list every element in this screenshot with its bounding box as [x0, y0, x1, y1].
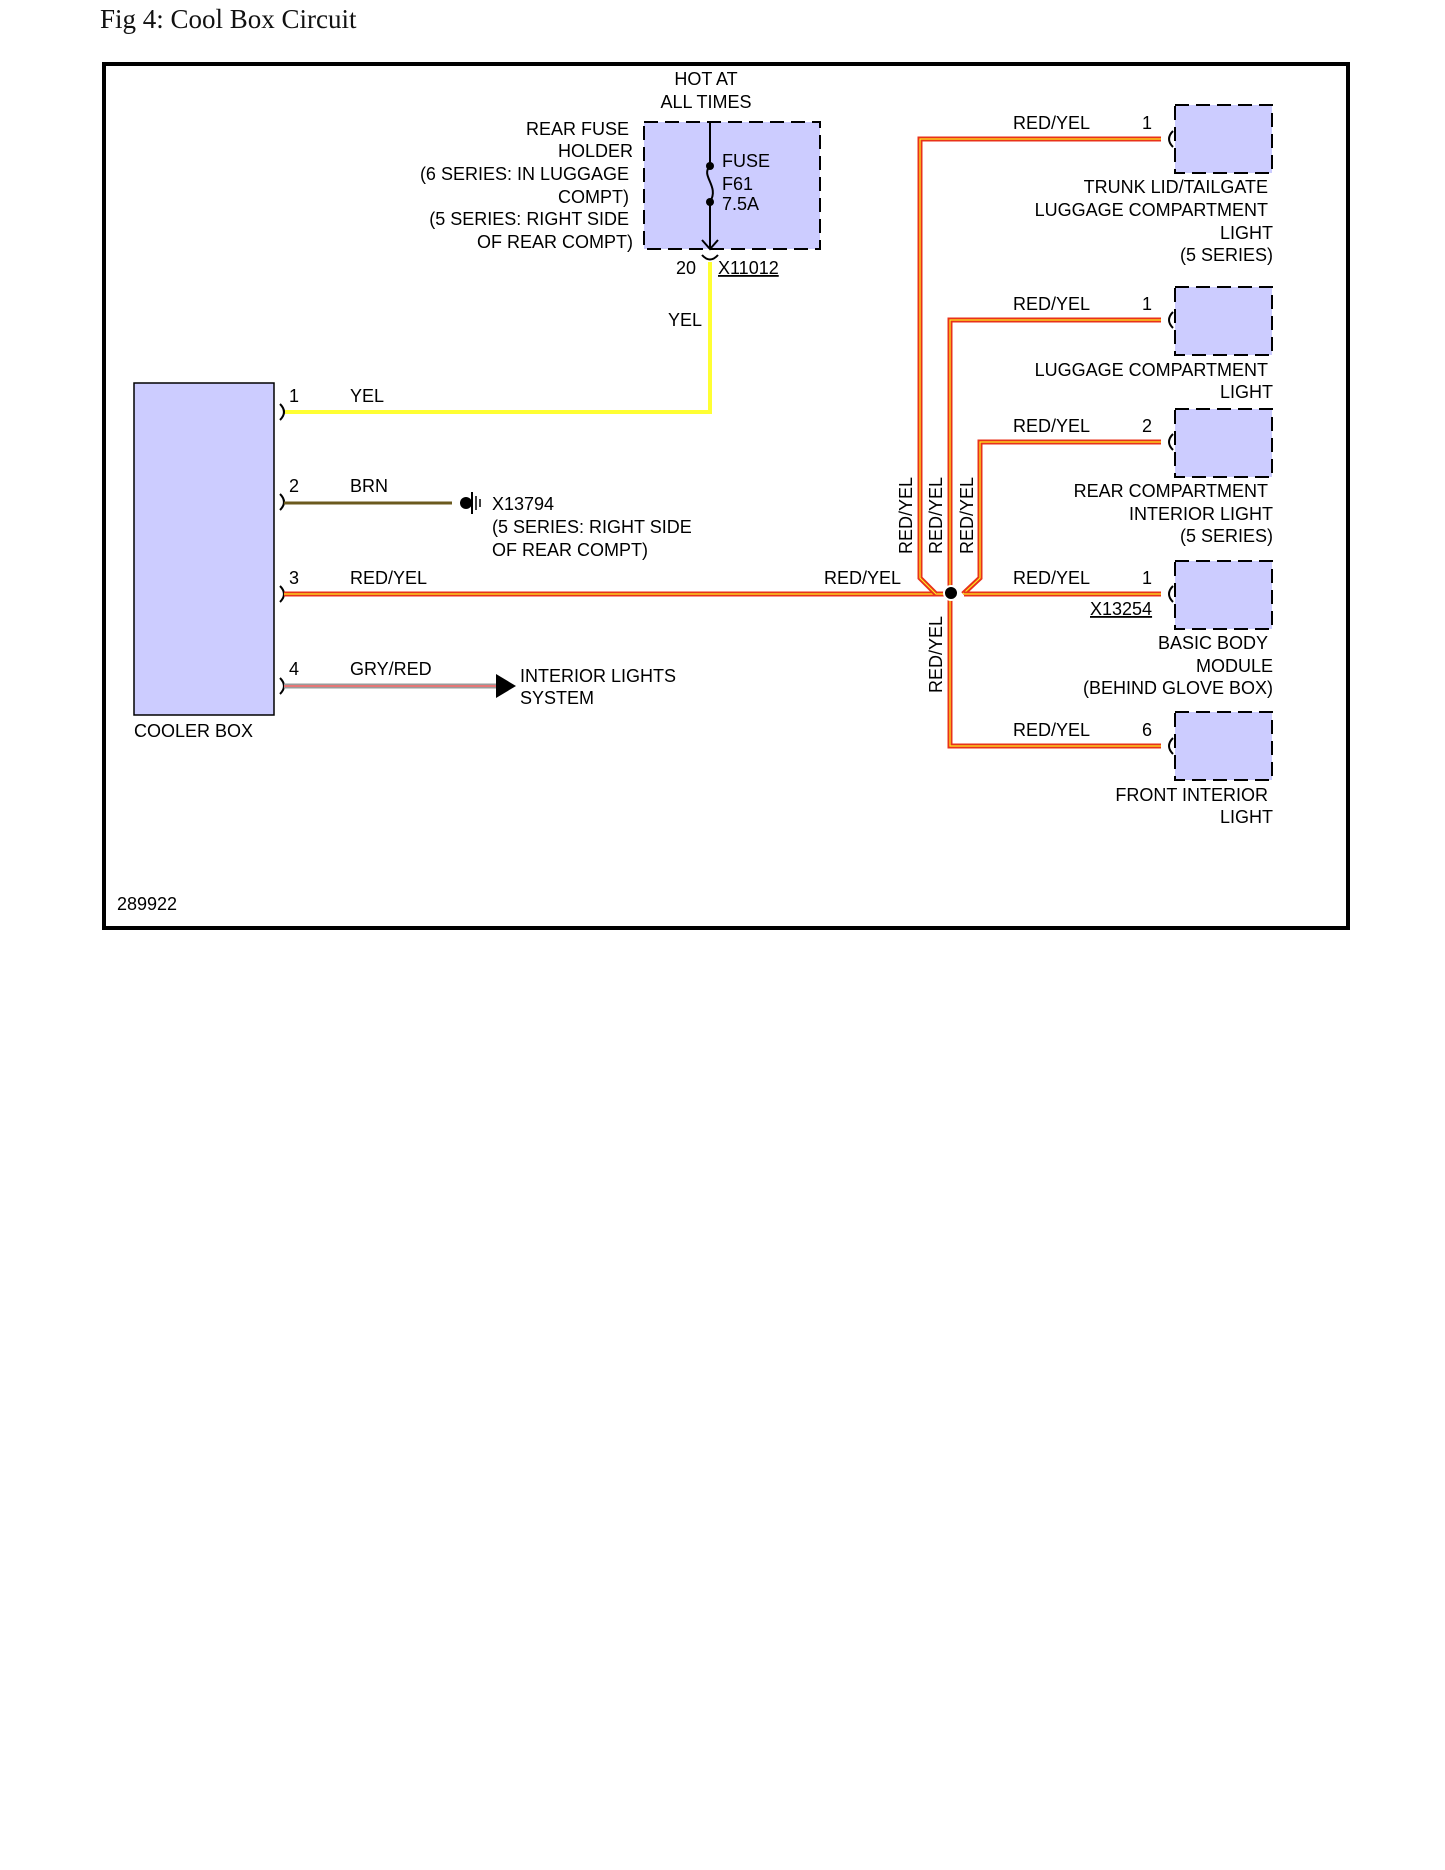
fuse-rating: 7.5A [722, 194, 759, 214]
load-trunk-lid-light: RED/YEL 1 TRUNK LID/TAILGATE LUGGAGE COM… [1013, 104, 1273, 265]
ground-location-line: OF REAR COMPT) [492, 540, 648, 560]
ground-connector: X13794 [492, 494, 554, 514]
diagram-frame [102, 62, 1350, 930]
vertical-wire-label: RED/YEL [926, 616, 946, 693]
all-times-label: ALL TIMES [660, 92, 751, 112]
load-label-line: (BEHIND GLOVE BOX) [1083, 678, 1273, 698]
connector-x11012: X11012 [718, 258, 779, 278]
load-rear-compartment-interior-light: RED/YEL 2 REAR COMPARTMENT INTERIOR LIGH… [1013, 408, 1273, 546]
cooler-pin-wire: GRY/RED [350, 659, 432, 679]
cooler-pin-wire: YEL [350, 386, 384, 406]
fuse-holder-label-line: HOLDER [558, 141, 633, 161]
splice-node [943, 585, 959, 601]
load-pin-number: 1 [1142, 294, 1152, 314]
cooler-pin-number: 4 [289, 659, 299, 679]
arrow-icon [496, 674, 516, 698]
wire-yel [284, 262, 712, 414]
cooler-pin-number: 1 [289, 386, 299, 406]
load-wire-label: RED/YEL [1013, 720, 1090, 740]
cooler-box-body [133, 382, 275, 716]
cooler-pin-wire: BRN [350, 476, 388, 496]
fuse-holder-label-line: COMPT) [558, 187, 629, 207]
cooler-pin-number: 2 [289, 476, 299, 496]
load-label-line: LIGHT [1220, 382, 1273, 402]
cooler-pin-wire: RED/YEL [350, 568, 427, 588]
load-wire-label: RED/YEL [1013, 568, 1090, 588]
red-yel-harness [284, 136, 1161, 749]
cooler-pin-number: 3 [289, 568, 299, 588]
load-wire-label: RED/YEL [1013, 416, 1090, 436]
load-luggage-compartment-light: RED/YEL 1 LUGGAGE COMPARTMENT LIGHT [1013, 286, 1273, 402]
load-label-line: LIGHT [1220, 223, 1273, 243]
fuse-holder-label-line: (5 SERIES: RIGHT SIDE [429, 209, 629, 229]
vertical-wire-label: RED/YEL [896, 477, 916, 554]
connector-x13254: X13254 [1090, 599, 1152, 619]
fuse-holder-label-line: REAR FUSE [526, 119, 629, 139]
load-label-line: (5 SERIES) [1180, 526, 1273, 546]
fuse-label: FUSE [722, 151, 770, 171]
connector-symbol [701, 254, 719, 261]
ground-symbol [460, 492, 481, 514]
interior-lights-label: INTERIOR LIGHTS [520, 666, 676, 686]
load-label-line: BASIC BODY [1158, 633, 1268, 653]
figure-number: 289922 [117, 894, 177, 914]
fuse-holder-label-line: OF REAR COMPT) [477, 232, 633, 252]
load-label-line: REAR COMPARTMENT [1074, 481, 1268, 501]
vertical-wire-label: RED/YEL [926, 477, 946, 554]
load-pin-number: 1 [1142, 568, 1152, 588]
load-label-line: TRUNK LID/TAILGATE [1084, 177, 1268, 197]
load-label-line: LIGHT [1220, 807, 1273, 827]
interior-lights-label: SYSTEM [520, 688, 594, 708]
splice-in-label: RED/YEL [824, 568, 901, 588]
load-pin-number: 1 [1142, 113, 1152, 133]
load-front-interior-light: RED/YEL 6 FRONT INTERIOR LIGHT [1013, 711, 1273, 827]
load-label-line: INTERIOR LIGHT [1129, 504, 1273, 524]
load-label-line: FRONT INTERIOR [1115, 785, 1268, 805]
load-pin-number: 2 [1142, 416, 1152, 436]
ground-location-line: (5 SERIES: RIGHT SIDE [492, 517, 692, 537]
load-label-line: LUGGAGE COMPARTMENT [1035, 360, 1268, 380]
fuse-holder: HOT AT ALL TIMES REAR FUSE HOLDER (6 SER… [420, 69, 821, 278]
fuse-id: F61 [722, 174, 753, 194]
load-wire-label: RED/YEL [1013, 294, 1090, 314]
load-label-line: (5 SERIES) [1180, 245, 1273, 265]
cooler-box-label: COOLER BOX [134, 721, 253, 741]
wire-yel-label: YEL [668, 310, 702, 330]
vertical-wire-label: RED/YEL [957, 477, 977, 554]
figure-title: Fig 4: Cool Box Circuit [100, 4, 357, 34]
load-label-line: MODULE [1196, 656, 1273, 676]
load-basic-body-module: RED/YEL 1 X13254 BASIC BODY MODULE (BEHI… [1013, 560, 1273, 698]
load-wire-label: RED/YEL [1013, 113, 1090, 133]
fuse-pin-number: 20 [676, 258, 696, 278]
fuse-holder-box [643, 121, 821, 250]
load-pin-number: 6 [1142, 720, 1152, 740]
hot-at-label: HOT AT [674, 69, 737, 89]
cooler-box: COOLER BOX 1 YEL 2 BRN 3 RED/YEL 4 GRY/R… [133, 382, 432, 741]
fuse-holder-label-line: (6 SERIES: IN LUGGAGE [420, 164, 629, 184]
load-label-line: LUGGAGE COMPARTMENT [1035, 200, 1268, 220]
